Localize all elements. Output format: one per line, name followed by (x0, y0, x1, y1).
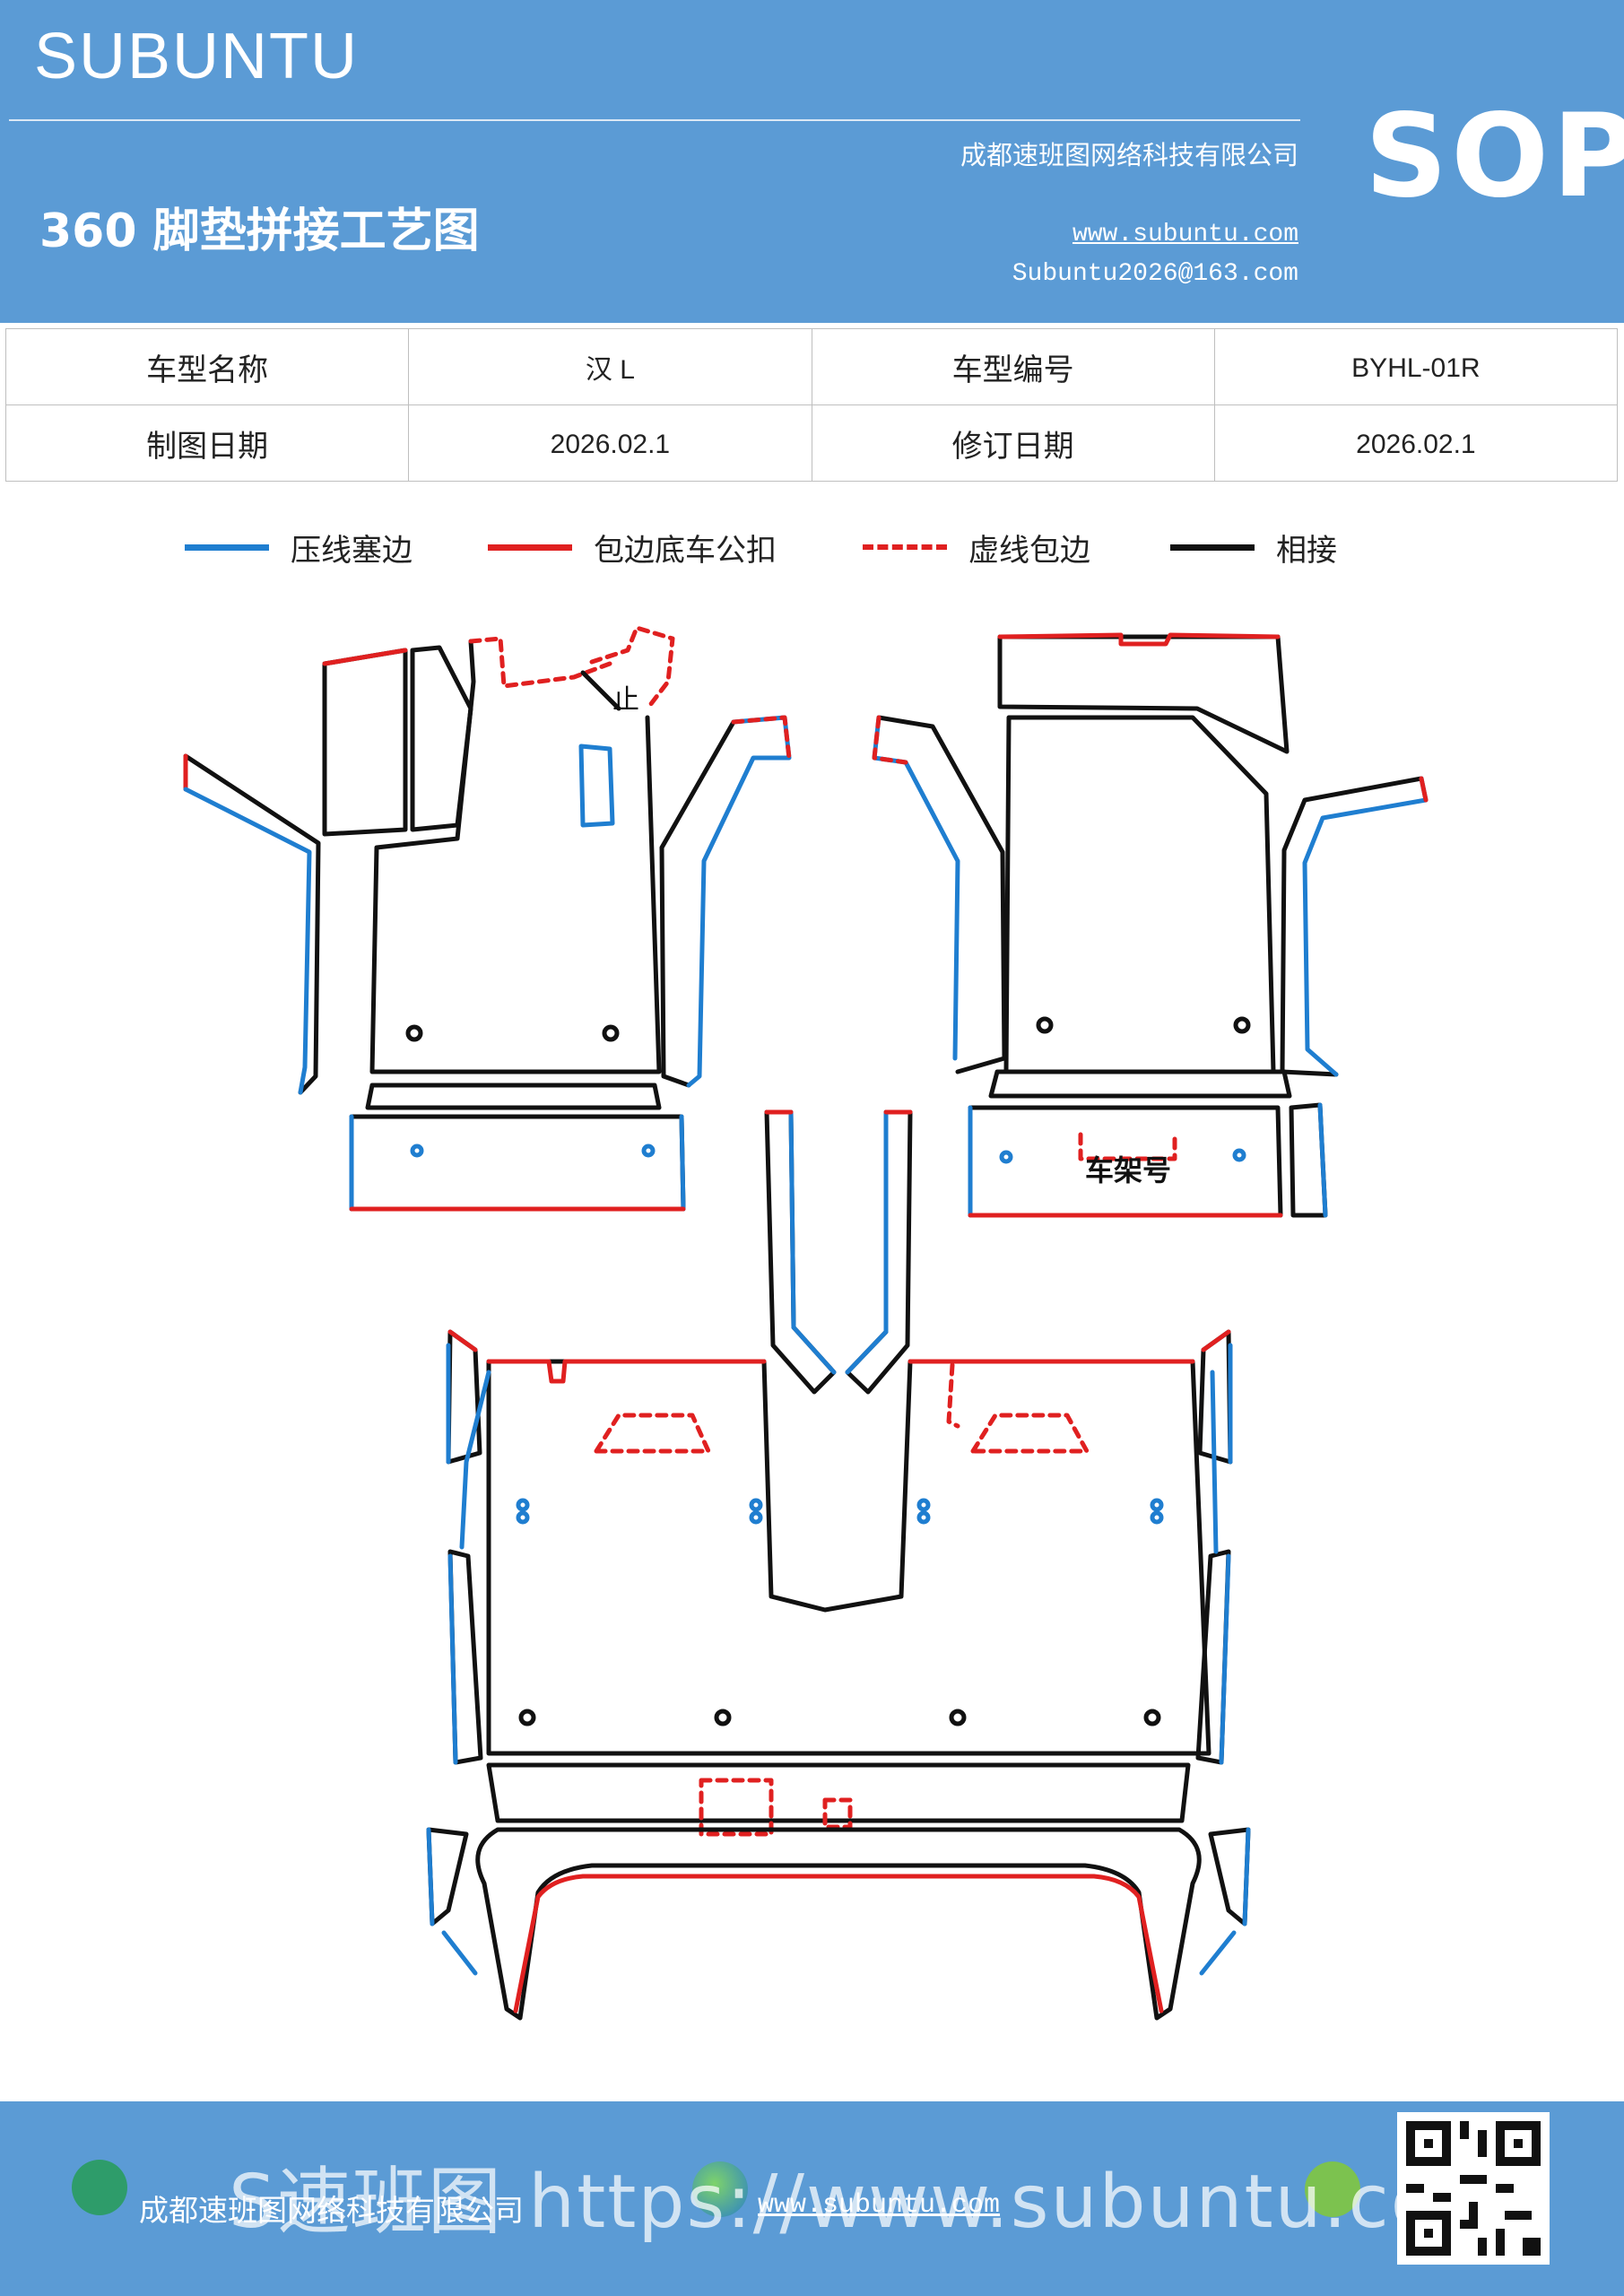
value-revision-date: 2026.02.1 (1213, 404, 1619, 482)
floor-mat-diagram: 车架号 (183, 625, 1429, 2021)
legend-label: 压线塞边 (291, 532, 413, 569)
legend-label: 虚线包边 (968, 532, 1090, 569)
label-model-name: 车型名称 (4, 328, 410, 405)
value-model-code: BYHL-01R (1213, 328, 1619, 405)
sop-badge: SOP (1365, 90, 1624, 223)
brand-logo-text: SUBUNTU (34, 21, 360, 92)
vehicle-info-table: 车型名称 汉 L 车型编号 BYHL-01R 制图日期 2026.02.1 修订… (4, 328, 1619, 482)
legend-swatch (488, 544, 572, 551)
page-title: 360 脚垫拼接工艺图 (39, 204, 480, 258)
email-address: Subuntu2026@163.com (1012, 260, 1298, 288)
header-divider (9, 119, 1300, 121)
wechat-icon (1305, 2161, 1360, 2217)
header-banner (0, 0, 1624, 323)
vin-label: 车架号 (1085, 1153, 1171, 1187)
label-model-code: 车型编号 (811, 328, 1215, 405)
legend-swatch (185, 544, 269, 551)
table-row: 车型名称 汉 L 车型编号 BYHL-01R (4, 328, 1619, 405)
tunnel-strips (764, 1109, 913, 1395)
legend-swatch (1170, 544, 1255, 551)
table-row: 制图日期 2026.02.1 修订日期 2026.02.1 (4, 404, 1619, 482)
footer-company: 成都速班图网络科技有限公司 (139, 2193, 524, 2228)
legend-item-edge-buckle: 包边底车公扣 (488, 525, 777, 570)
website-link[interactable]: www.subuntu.com (1072, 221, 1298, 248)
mat-front-left (183, 625, 792, 1212)
mat-rear (426, 1329, 1251, 2021)
legend-item-dashed-edge: 虚线包边 (863, 525, 1090, 570)
mat-front-right: 车架号 (872, 632, 1429, 1218)
legend-item-press-line: 压线塞边 (185, 525, 413, 570)
stop-mark: 止 (612, 684, 639, 716)
company-name: 成都速班图网络科技有限公司 (960, 140, 1298, 170)
legend-label: 相接 (1276, 532, 1337, 569)
globe-icon (692, 2161, 748, 2217)
home-icon (72, 2160, 127, 2215)
legend-label: 包边底车公扣 (594, 532, 777, 569)
value-model-name: 汉 L (408, 328, 812, 405)
label-revision-date: 修订日期 (811, 404, 1215, 482)
value-draw-date: 2026.02.1 (408, 404, 812, 482)
label-draw-date: 制图日期 (4, 404, 410, 482)
qr-code-graphic (1406, 2121, 1541, 2256)
watermark-text: S速班图 https://www.subuntu.com (229, 2160, 1511, 2245)
qr-code (1397, 2112, 1550, 2265)
footer-website-link[interactable]: www.subuntu.com (758, 2190, 1001, 2221)
legend-item-joint: 相接 (1170, 525, 1337, 570)
legend-swatch (863, 544, 947, 550)
